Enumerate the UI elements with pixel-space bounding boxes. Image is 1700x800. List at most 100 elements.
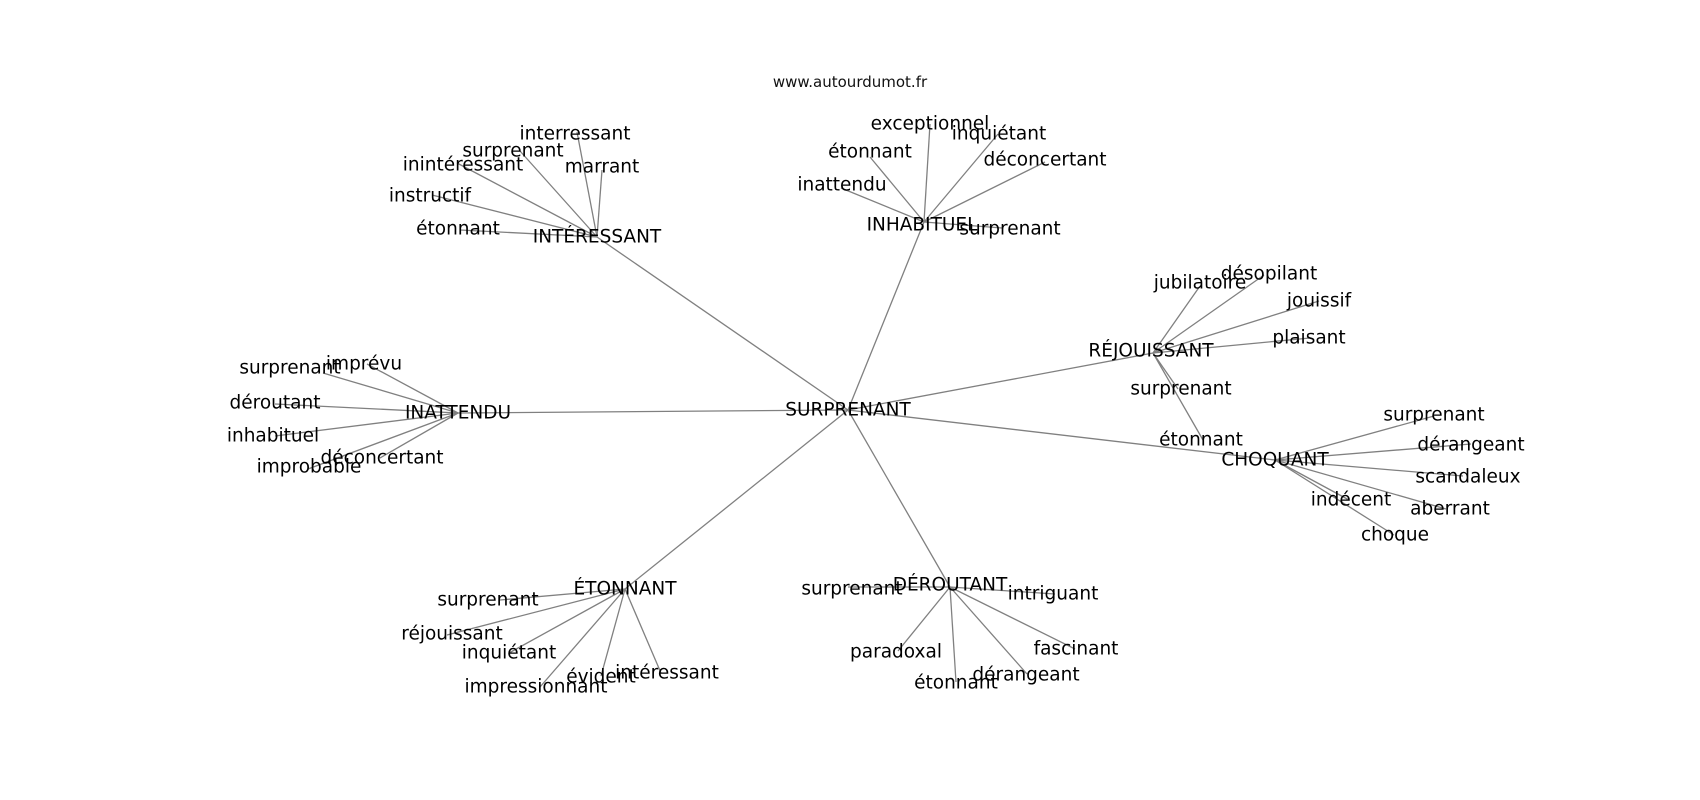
leaf-node-inattendu-3: inhabituel: [227, 426, 319, 447]
edge-inattendu-5: [307, 412, 459, 470]
edge-rejouissant-3: [1152, 337, 1311, 354]
edge-choquant-0: [1274, 415, 1435, 461]
edge-etonnant-2: [508, 588, 626, 654]
edge-choquant-5: [1274, 459, 1395, 536]
leaf-node-etonnant-1: réjouissant: [401, 624, 503, 645]
leaf-node-inhabituel-0: exceptionnel: [871, 114, 990, 135]
leaf-node-deroutant-0: surprenant: [801, 579, 902, 600]
hub-node-deroutant: DÉROUTANT: [893, 574, 1008, 596]
leaf-node-inattendu-1: surprenant: [239, 358, 340, 379]
hub-node-etonnant: ÉTONNANT: [573, 578, 677, 600]
edge-center-interessant: [596, 236, 849, 411]
edge-inhabituel-1: [923, 133, 999, 223]
edge-interessant-3: [596, 169, 603, 238]
leaf-node-deroutant-3: paradoxal: [850, 642, 942, 663]
leaf-node-inhabituel-1: inquiétant: [952, 124, 1046, 145]
graph-labels: SURPRENANTINTÉRESSANTinterressantsurpren…: [227, 114, 1525, 698]
leaf-node-choquant-0: surprenant: [1383, 405, 1484, 426]
leaf-node-rejouissant-0: désopilant: [1221, 264, 1317, 285]
leaf-node-choquant-2: scandaleux: [1415, 467, 1520, 488]
edge-center-inhabituel: [847, 221, 925, 411]
leaf-node-interessant-5: étonnant: [416, 219, 500, 240]
leaf-node-inattendu-2: déroutant: [230, 393, 321, 414]
edge-inhabituel-2: [869, 156, 925, 223]
leaf-node-choquant-1: dérangeant: [1417, 435, 1524, 456]
edge-inattendu-3: [274, 412, 459, 437]
hub-node-rejouissant: RÉJOUISSANT: [1088, 340, 1214, 362]
leaf-node-etonnant-4: évident: [566, 667, 636, 688]
edge-rejouissant-5: [1152, 352, 1204, 441]
leaf-node-rejouissant-2: jouissif: [1286, 291, 1352, 312]
leaf-node-inhabituel-4: inattendu: [797, 175, 886, 196]
edge-etonnant-4: [600, 588, 626, 677]
source-url: www.autourdumot.fr: [772, 73, 928, 91]
hub-node-inhabituel: INHABITUEL: [867, 215, 979, 236]
edge-center-etonnant: [624, 409, 849, 590]
leaf-node-rejouissant-3: plaisant: [1272, 328, 1345, 349]
edge-inhabituel-0: [923, 123, 931, 223]
edge-center-rejouissant: [847, 352, 1154, 411]
leaf-node-choquant-4: aberrant: [1410, 499, 1490, 520]
leaf-node-interessant-4: instructif: [389, 186, 472, 207]
hub-node-interessant: INTÉRESSANT: [533, 226, 662, 248]
edge-inhabituel-3: [923, 161, 1046, 223]
edge-choquant-3: [1274, 459, 1350, 501]
leaf-node-inattendu-0: imprévu: [326, 354, 402, 375]
edge-interessant-2: [456, 162, 598, 238]
leaf-node-deroutant-1: intriguant: [1008, 584, 1099, 605]
edge-deroutant-2: [949, 586, 1076, 650]
leaf-node-deroutant-2: fascinant: [1034, 639, 1119, 660]
edge-etonnant-1: [446, 588, 626, 636]
leaf-node-rejouissant-5: étonnant: [1159, 430, 1243, 451]
edge-deroutant-4: [949, 586, 1028, 675]
leaf-node-interessant-0: interressant: [520, 124, 631, 145]
leaf-node-etonnant-2: inquiétant: [462, 643, 556, 664]
edge-interessant-0: [576, 131, 598, 238]
edge-rejouissant-1: [1152, 285, 1201, 354]
edge-inhabituel-4: [840, 187, 925, 223]
leaf-node-etonnant-5: intéressant: [615, 663, 719, 684]
leaf-node-inhabituel-2: étonnant: [828, 142, 912, 163]
edge-interessant-4: [431, 194, 598, 238]
edge-etonnant-0: [499, 588, 626, 601]
edge-inhabituel-5: [923, 221, 1003, 229]
leaf-node-inhabituel-3: déconcertant: [983, 150, 1106, 171]
edge-interessant-5: [459, 229, 598, 238]
edge-choquant-1: [1274, 443, 1472, 461]
leaf-node-inattendu-4: déconcertant: [320, 448, 443, 469]
leaf-node-choquant-5: choque: [1361, 525, 1429, 546]
leaf-node-choquant-3: indécent: [1311, 490, 1392, 511]
edge-rejouissant-2: [1152, 300, 1320, 354]
edge-deroutant-1: [949, 586, 1056, 595]
leaf-node-interessant-3: marrant: [565, 157, 640, 178]
edge-etonnant-5: [624, 588, 662, 674]
hub-node-choquant: CHOQUANT: [1221, 450, 1329, 471]
edge-choquant-4: [1274, 459, 1447, 510]
edge-deroutant-3: [897, 586, 951, 652]
leaf-node-rejouissant-4: surprenant: [1130, 379, 1231, 400]
edge-center-choquant: [847, 409, 1276, 461]
leaf-node-inhabituel-5: surprenant: [959, 219, 1060, 240]
leaf-node-deroutant-5: étonnant: [914, 673, 998, 694]
edge-inattendu-1: [322, 372, 459, 414]
edge-choquant-2: [1274, 459, 1464, 477]
leaf-node-deroutant-4: dérangeant: [972, 665, 1079, 686]
leaf-node-rejouissant-1: jubilatoire: [1153, 273, 1247, 294]
edge-deroutant-5: [949, 586, 957, 683]
leaf-node-etonnant-3: impressionnant: [465, 677, 608, 698]
edge-etonnant-3: [539, 588, 626, 688]
edge-center-inattendu: [457, 409, 849, 414]
edge-rejouissant-0: [1152, 274, 1265, 354]
edge-inattendu-4: [379, 412, 459, 459]
leaf-node-inattendu-5: improbable: [257, 457, 362, 478]
leaf-node-interessant-2: inintéressant: [403, 155, 524, 176]
graph-edges: [274, 123, 1472, 688]
edge-inattendu-2: [274, 403, 459, 414]
leaf-node-interessant-1: surprenant: [462, 141, 563, 162]
edge-inattendu-0: [366, 363, 459, 414]
edge-center-deroutant: [847, 409, 951, 588]
center-node-label: SURPRENANT: [785, 400, 911, 421]
leaf-node-etonnant-0: surprenant: [437, 590, 538, 611]
edge-interessant-1: [519, 150, 598, 238]
